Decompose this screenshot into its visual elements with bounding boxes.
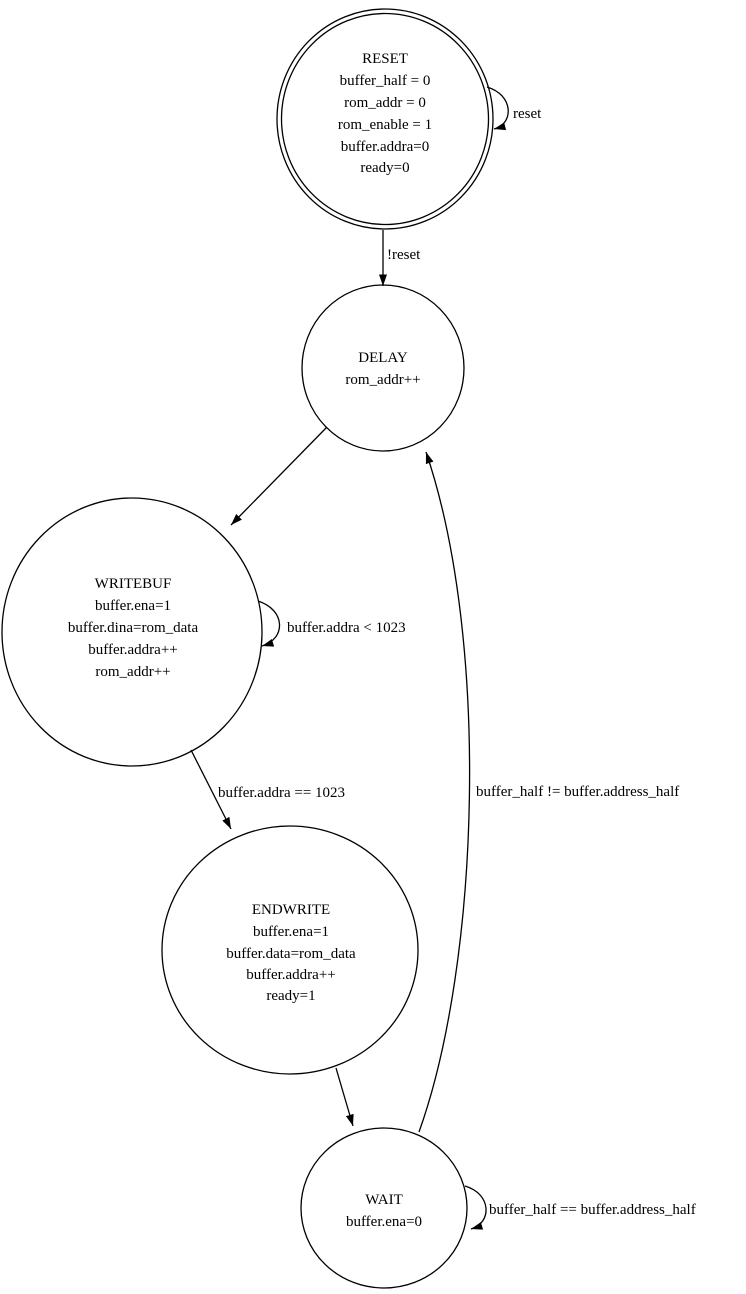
state-writebuf-title: WRITEBUF: [95, 576, 172, 592]
edge-reset-self: [486, 86, 509, 131]
state-writebuf-action: rom_addr++: [95, 664, 170, 680]
state-endwrite-circle: [161, 825, 419, 1075]
edge-wait-to-delay: [418, 451, 471, 1133]
state-writebuf-action: buffer.ena=1: [95, 598, 171, 614]
state-reset-action: ready=0: [360, 160, 409, 176]
state-reset: RESET buffer_half = 0 rom_addr = 0 rom_e…: [276, 8, 494, 230]
state-wait: WAIT buffer.ena=0: [300, 1127, 468, 1289]
state-endwrite-action: buffer.data=rom_data: [226, 946, 356, 962]
state-reset-action: buffer.addra=0: [341, 139, 430, 155]
edge-label-reset-to-delay: !reset: [387, 247, 421, 263]
state-reset-outer-circle: [276, 8, 494, 230]
edge-label-writebuf-self: buffer.addra < 1023: [287, 620, 406, 636]
state-endwrite-title: ENDWRITE: [252, 902, 330, 918]
state-reset-title: RESET: [362, 51, 408, 67]
state-endwrite-action: buffer.addra++: [246, 967, 336, 983]
state-endwrite-action: ready=1: [266, 988, 315, 1004]
edge-label-wait-to-delay: buffer_half != buffer.address_half: [476, 784, 679, 800]
state-delay-action: rom_addr++: [345, 372, 420, 388]
edge-wait-self: [464, 1185, 487, 1230]
state-endwrite: ENDWRITE buffer.ena=1 buffer.data=rom_da…: [161, 825, 419, 1075]
state-writebuf-action: buffer.dina=rom_data: [68, 620, 199, 636]
edge-endwrite-to-wait: [335, 1067, 354, 1127]
state-wait-action: buffer.ena=0: [346, 1214, 422, 1230]
state-writebuf-circle: [1, 497, 263, 767]
state-reset-action: buffer_half = 0: [340, 73, 431, 89]
edge-writebuf-self: [257, 600, 281, 647]
state-delay: DELAY rom_addr++: [301, 284, 465, 452]
state-wait-circle: [300, 1127, 468, 1289]
state-delay-circle: [301, 284, 465, 452]
state-writebuf: WRITEBUF buffer.ena=1 buffer.dina=rom_da…: [1, 497, 263, 767]
state-delay-title: DELAY: [358, 350, 408, 366]
state-endwrite-action: buffer.ena=1: [253, 924, 329, 940]
edge-label-reset-self: reset: [513, 106, 542, 122]
state-reset-action: rom_enable = 1: [338, 117, 432, 133]
state-reset-action: rom_addr = 0: [344, 95, 426, 111]
edge-label-wait-self: buffer_half == buffer.address_half: [489, 1202, 696, 1218]
state-wait-title: WAIT: [365, 1192, 403, 1208]
state-reset-inner-circle: [280, 12, 490, 226]
edge-writebuf-to-endwrite: [190, 749, 232, 830]
edge-label-writebuf-to-endwrite: buffer.addra == 1023: [218, 785, 345, 801]
state-writebuf-action: buffer.addra++: [88, 642, 178, 658]
edge-delay-to-writebuf: [230, 426, 328, 526]
